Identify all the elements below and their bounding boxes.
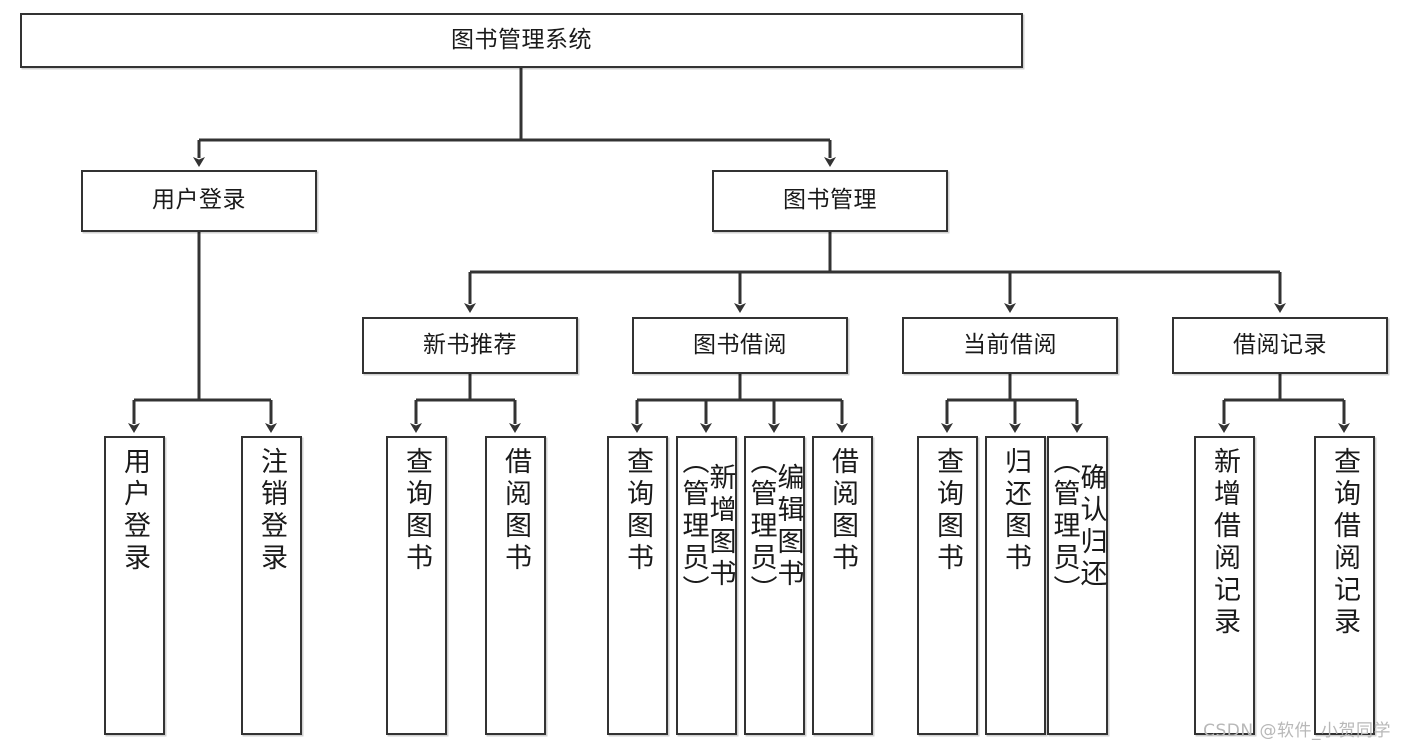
leaf-currentborrow-return-book-label: 归还图书 <box>1000 447 1031 575</box>
leaf-currentborrow-return-book[interactable]: 归还图书 <box>985 436 1046 735</box>
node-book-borrow-label: 图书借阅 <box>693 331 787 358</box>
leaf-currentborrow-confirm-return-label: 确认归还 （管理员） <box>1048 447 1107 607</box>
node-root-label: 图书管理系统 <box>451 26 592 53</box>
leaf-newbook-borrow-book-label: 借阅图书 <box>500 447 531 575</box>
node-book-manage[interactable]: 图书管理 <box>712 170 948 232</box>
edge-bookmanage-to-row2 <box>464 232 1286 313</box>
node-borrow-record[interactable]: 借阅记录 <box>1172 317 1388 374</box>
node-current-borrow[interactable]: 当前借阅 <box>902 317 1118 374</box>
edge-bookborrow-to-leaves <box>631 374 848 433</box>
leaf-borrowrecord-add[interactable]: 新增借阅记录 <box>1194 436 1255 735</box>
leaf-bookborrow-edit-book-label: 编辑图书 （管理员） <box>745 447 804 607</box>
leaf-bookborrow-query-book-label: 查询图书 <box>622 447 653 575</box>
leaf-borrowrecord-query[interactable]: 查询借阅记录 <box>1314 436 1375 735</box>
watermark: CSDN @软件_小贺同学 <box>1203 721 1391 741</box>
leaf-bookborrow-edit-book[interactable]: 编辑图书 （管理员） <box>744 436 805 735</box>
leaf-logout[interactable]: 注销登录 <box>241 436 302 735</box>
leaf-currentborrow-query-book[interactable]: 查询图书 <box>917 436 978 735</box>
edge-currentborrow-to-leaves <box>941 374 1083 433</box>
node-borrow-record-label: 借阅记录 <box>1233 331 1327 358</box>
leaf-bookborrow-borrow-book[interactable]: 借阅图书 <box>812 436 873 735</box>
leaf-bookborrow-borrow-book-label: 借阅图书 <box>827 447 858 575</box>
leaf-logout-label: 注销登录 <box>256 447 287 575</box>
node-book-manage-label: 图书管理 <box>783 187 877 214</box>
leaf-newbook-borrow-book[interactable]: 借阅图书 <box>485 436 546 735</box>
node-root[interactable]: 图书管理系统 <box>20 13 1023 68</box>
node-user-login[interactable]: 用户登录 <box>81 170 317 232</box>
edge-root-to-row1 <box>193 68 836 167</box>
leaf-borrowrecord-query-label: 查询借阅记录 <box>1329 447 1360 639</box>
leaf-newbook-query-book-label: 查询图书 <box>401 447 432 575</box>
leaf-currentborrow-query-book-label: 查询图书 <box>932 447 963 575</box>
node-new-book-recommend-label: 新书推荐 <box>423 331 517 358</box>
leaf-bookborrow-query-book[interactable]: 查询图书 <box>607 436 668 735</box>
node-new-book-recommend[interactable]: 新书推荐 <box>362 317 578 374</box>
node-user-login-label: 用户登录 <box>152 187 246 214</box>
leaf-bookborrow-add-book-label: 新增图书 （管理员） <box>677 447 736 607</box>
node-book-borrow[interactable]: 图书借阅 <box>632 317 848 374</box>
node-current-borrow-label: 当前借阅 <box>963 331 1057 358</box>
leaf-user-login-label: 用户登录 <box>119 447 150 575</box>
edge-userlogin-to-leaves <box>128 232 277 433</box>
leaf-borrowrecord-add-label: 新增借阅记录 <box>1209 447 1240 639</box>
edge-borrowrecord-to-leaves <box>1218 374 1350 433</box>
leaf-newbook-query-book[interactable]: 查询图书 <box>386 436 447 735</box>
leaf-bookborrow-add-book[interactable]: 新增图书 （管理员） <box>676 436 737 735</box>
edge-newbook-to-leaves <box>410 374 521 433</box>
leaf-user-login[interactable]: 用户登录 <box>104 436 165 735</box>
leaf-currentborrow-confirm-return[interactable]: 确认归还 （管理员） <box>1047 436 1108 735</box>
